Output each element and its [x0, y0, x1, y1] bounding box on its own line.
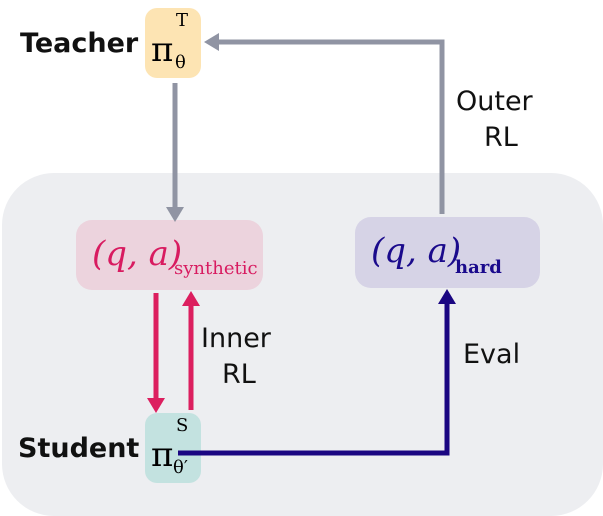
teacher-policy-box: π T θ — [145, 8, 201, 78]
student-sub: θ′ — [173, 457, 188, 478]
inner-rl-label-1: Inner — [201, 323, 271, 354]
teacher-sub: θ — [175, 52, 186, 73]
student-pi: π — [151, 435, 174, 475]
synthetic-sub: synthetic — [174, 258, 258, 279]
teacher-label: Teacher — [20, 28, 139, 59]
hard-sub: hard — [455, 257, 502, 278]
teacher-pi: π — [151, 30, 174, 70]
synthetic-to-student-arrow — [147, 293, 165, 413]
hard-qa: (q, a) — [371, 231, 462, 271]
outer-rl-arrow — [204, 33, 445, 214]
synthetic-qa: (q, a) — [92, 234, 183, 274]
teacher-sup: T — [176, 10, 189, 31]
student-label: Student — [18, 433, 140, 464]
teacher-to-synthetic-arrow — [166, 83, 184, 222]
outer-rl-label-1: Outer — [456, 86, 533, 117]
hard-data-box: (q, a) hard — [355, 217, 540, 288]
student-policy-box: π S θ′ — [145, 413, 201, 483]
inner-rl-label-2: RL — [222, 359, 256, 390]
student-to-synthetic-arrow — [182, 291, 200, 410]
student-sup: S — [176, 415, 189, 436]
eval-arrow — [178, 289, 456, 456]
outer-rl-label-2: RL — [484, 122, 518, 153]
synthetic-data-box: (q, a) synthetic — [76, 220, 263, 290]
eval-label: Eval — [463, 339, 521, 370]
